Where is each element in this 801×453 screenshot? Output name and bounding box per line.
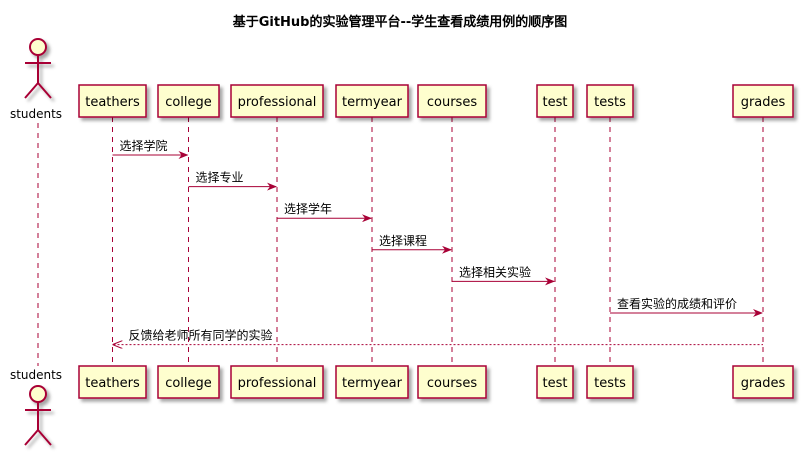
participant-box	[536, 365, 574, 399]
participant-label: termyear	[342, 95, 403, 110]
participant-label: termyear	[342, 376, 403, 391]
participant-termyear-top: termyear	[335, 84, 409, 118]
participant-label: professional	[238, 376, 317, 391]
participant-box	[732, 365, 794, 399]
participant-label: courses	[427, 376, 477, 391]
participant-box	[417, 84, 487, 118]
message-label: 选择专业	[196, 170, 244, 185]
participant-box	[157, 365, 220, 399]
participant-college-bottom: college	[157, 365, 220, 399]
participant-box	[536, 84, 574, 118]
message-7: 反馈给老师所有同学的实验	[114, 328, 763, 345]
actor-body	[24, 55, 52, 99]
actor-head	[29, 38, 47, 56]
participant-grades-top: grades	[732, 84, 794, 118]
participant-label: grades	[741, 95, 786, 110]
message-6: 查看实验的成绩和评价	[610, 296, 763, 317]
message-1: 选择学院	[112, 138, 189, 159]
participant-box	[732, 84, 794, 118]
participant-courses-top: courses	[417, 84, 487, 118]
participant-box	[78, 365, 147, 399]
diagram-title: 基于GitHub的实验管理平台--学生查看成绩用例的顺序图	[232, 14, 568, 30]
participant-teathers-bottom: teathers	[78, 365, 147, 399]
actor-students-bottom	[24, 385, 52, 446]
participant-label: grades	[741, 376, 786, 391]
lifelines	[37, 117, 764, 366]
participant-label: teathers	[85, 376, 140, 391]
participant-box	[586, 84, 634, 118]
participant-teathers-top: teathers	[78, 84, 147, 118]
participant-termyear-bottom: termyear	[335, 365, 409, 399]
participant-label: courses	[427, 95, 477, 110]
participant-label: test	[543, 95, 568, 110]
participant-label: college	[165, 95, 212, 110]
participant-professional-bottom: professional	[230, 365, 324, 399]
participant-test-bottom: test	[536, 365, 574, 399]
participant-label: professional	[238, 95, 317, 110]
messages: 选择学院选择专业选择学年选择课程选择相关实验查看实验的成绩和评价反馈给老师所有同…	[112, 138, 763, 345]
message-label: 选择课程	[379, 233, 427, 248]
participant-label: teathers	[85, 95, 140, 110]
participant-label: test	[543, 376, 568, 391]
participant-box	[586, 365, 634, 399]
participant-box	[417, 365, 487, 399]
actor-students-top	[24, 38, 52, 99]
participants-top: teathers college professional termyear cours…	[78, 84, 794, 118]
participant-box	[335, 84, 409, 118]
message-2: 选择专业	[188, 170, 277, 191]
participant-college-top: college	[157, 84, 220, 118]
actor-head	[29, 385, 47, 403]
message-label: 选择学院	[120, 138, 168, 153]
message-label: 选择学年	[284, 201, 332, 216]
message-4: 选择课程	[372, 233, 452, 254]
participant-test-top: test	[536, 84, 574, 118]
message-label: 反馈给老师所有同学的实验	[129, 328, 273, 343]
participant-box	[157, 84, 220, 118]
actor-label-top: students	[10, 107, 62, 121]
participant-tests-bottom: tests	[586, 365, 634, 399]
message-label: 查看实验的成绩和评价	[617, 296, 737, 311]
participants-bottom: teathers college professional termyear cours…	[78, 365, 794, 399]
message-label: 选择相关实验	[459, 264, 531, 279]
participant-box	[230, 365, 324, 399]
participant-grades-bottom: grades	[732, 365, 794, 399]
participant-label: tests	[594, 376, 626, 391]
participant-tests-top: tests	[586, 84, 634, 118]
message-3: 选择学年	[277, 201, 372, 223]
participant-professional-top: professional	[230, 84, 324, 118]
participant-courses-bottom: courses	[417, 365, 487, 399]
actor-label-bottom: students	[10, 368, 62, 382]
participant-box	[335, 365, 409, 399]
participant-box	[78, 84, 147, 118]
actor-body	[24, 402, 52, 446]
participant-label: college	[165, 376, 212, 391]
message-5: 选择相关实验	[452, 264, 555, 286]
participant-label: tests	[594, 95, 626, 110]
participant-box	[230, 84, 324, 118]
